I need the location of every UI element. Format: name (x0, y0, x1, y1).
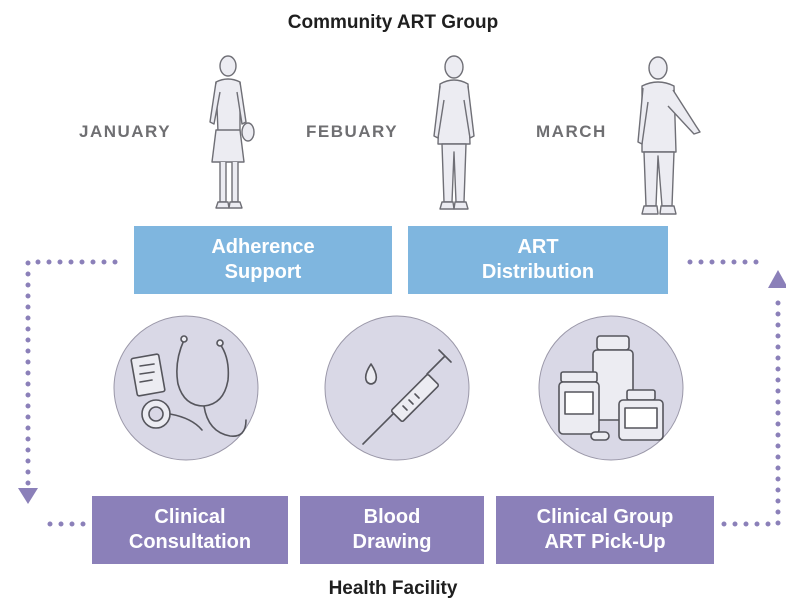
blood-drawing-box: Blood Drawing (300, 496, 484, 564)
clinical-consultation-box: Clinical Consultation (92, 496, 288, 564)
clinical-consultation-label: Clinical Consultation (128, 506, 252, 553)
month-label-january: JANUARY (79, 122, 172, 141)
health-facility-title: Health Facility (328, 578, 458, 599)
diagram-title: Community ART Group (287, 12, 499, 33)
arrow-left-loop (25, 259, 118, 491)
stethoscope-icon (113, 315, 259, 461)
month-label-march: MARCH (536, 122, 607, 141)
art-distribution-box: ART Distribution (408, 226, 668, 294)
month-label-february: FEBUARY (306, 122, 399, 141)
blood-drawing-label: Blood Drawing (352, 506, 432, 553)
adherence-support-label: Adherence Support (211, 236, 315, 283)
person-woman-icon (433, 55, 475, 210)
person-woman-icon (209, 55, 255, 209)
syringe-icon (324, 315, 470, 461)
person-man-icon (637, 56, 701, 215)
medicine-bottles-icon (538, 315, 684, 461)
arrow-right-bottom (721, 289, 781, 527)
adherence-support-box: Adherence Support (134, 226, 392, 294)
arrow-head-down (18, 488, 38, 504)
clinical-group-art-pickup-box: Clinical Group ART Pick-Up (496, 496, 714, 564)
art-distribution-label: ART Distribution (481, 236, 595, 283)
clinical-group-art-pickup-label: Clinical Group ART Pick-Up (536, 506, 674, 553)
arrow-head-up (768, 270, 786, 288)
